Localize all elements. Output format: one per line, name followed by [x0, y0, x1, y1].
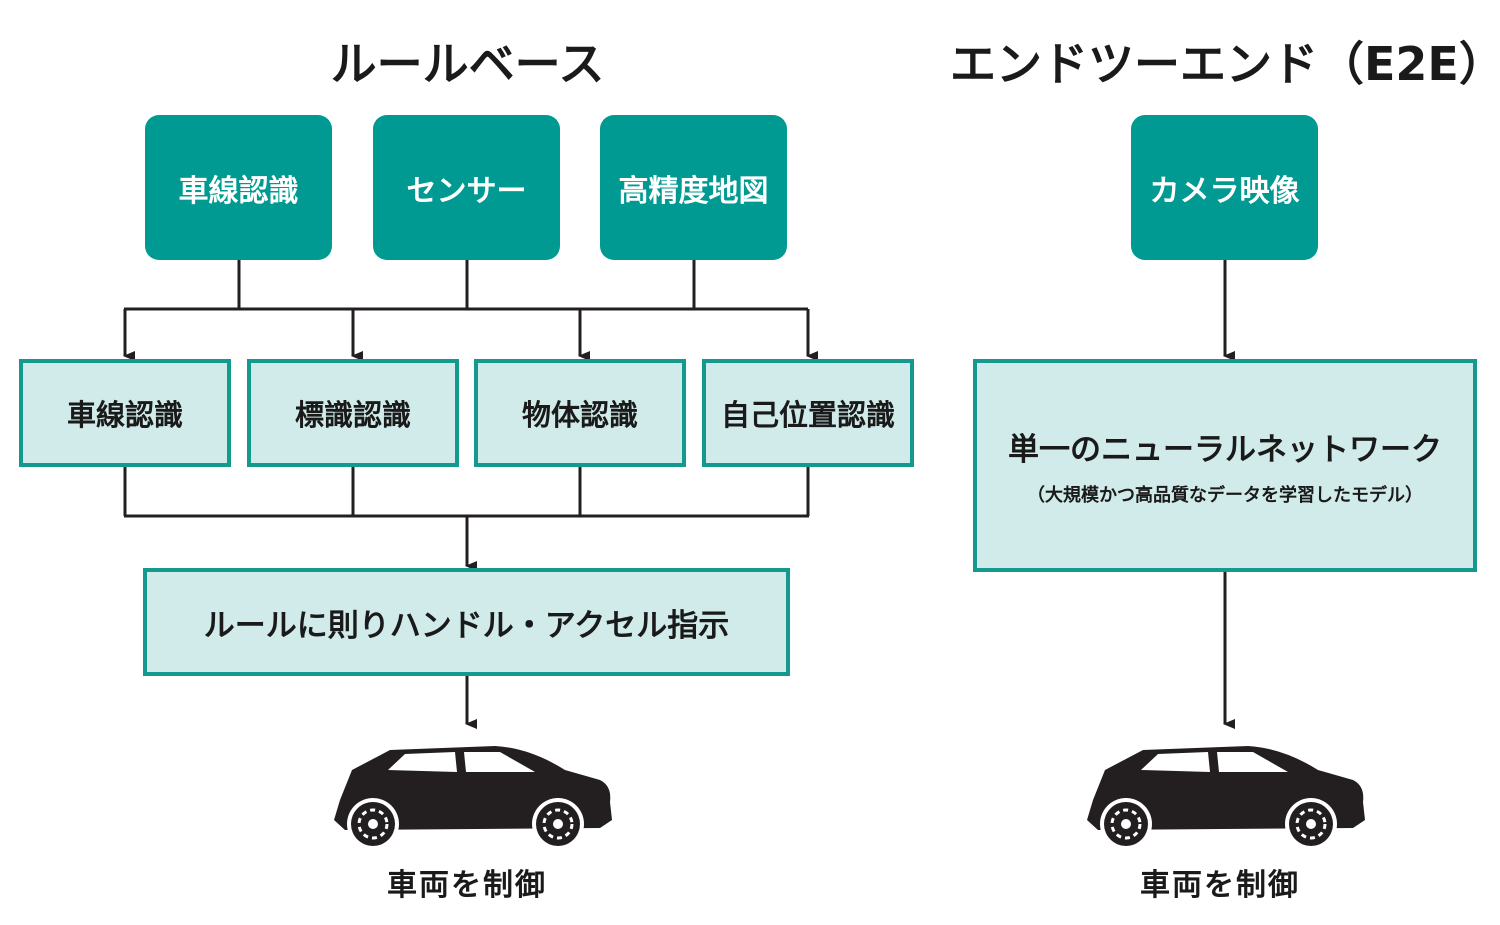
e2e-title: エンドツーエンド（E2E）: [950, 37, 1500, 91]
neural-network-box: 単一のニューラルネットワーク （大規模かつ高品質なデータを学習したモデル）: [973, 359, 1477, 572]
e2e-output-caption: 車両を制御: [1140, 868, 1300, 903]
detector-lane: 車線認識: [19, 359, 231, 467]
car-icon: [334, 746, 612, 850]
car-icon: [1087, 746, 1365, 850]
source-camera: カメラ映像: [1131, 115, 1318, 260]
network-note: （大規模かつ高品質なデータを学習したモデル）: [1027, 485, 1423, 506]
source-sensor: センサー: [373, 115, 560, 260]
rule-based-title: ルールベース: [330, 37, 605, 91]
network-label: 単一のニューラルネットワーク: [1008, 432, 1442, 468]
detector-object: 物体認識: [474, 359, 686, 467]
detector-localization: 自己位置認識: [702, 359, 914, 467]
detector-sign: 標識認識: [247, 359, 459, 467]
rule-output-caption: 車両を制御: [387, 868, 547, 903]
rule-control-box: ルールに則りハンドル・アクセル指示: [143, 568, 790, 676]
source-lane: 車線認識: [145, 115, 332, 260]
source-hd-map: 高精度地図: [600, 115, 787, 260]
